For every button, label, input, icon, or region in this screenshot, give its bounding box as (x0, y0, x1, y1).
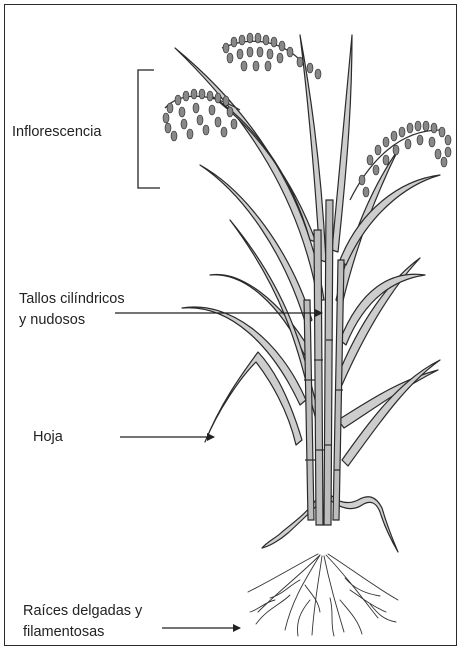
inflorescence-bracket (138, 70, 160, 188)
label-stems-line2: y nudosos (19, 312, 85, 329)
label-roots-line1: Raíces delgadas y (23, 603, 142, 620)
roots (248, 554, 398, 636)
label-leaf: Hoja (33, 429, 63, 446)
label-stems-line1: Tallos cilíndricos (19, 291, 125, 308)
label-roots-line2: filamentosas (23, 624, 104, 641)
panicles (163, 33, 451, 200)
label-inflorescence: Inflorescencia (12, 124, 101, 141)
